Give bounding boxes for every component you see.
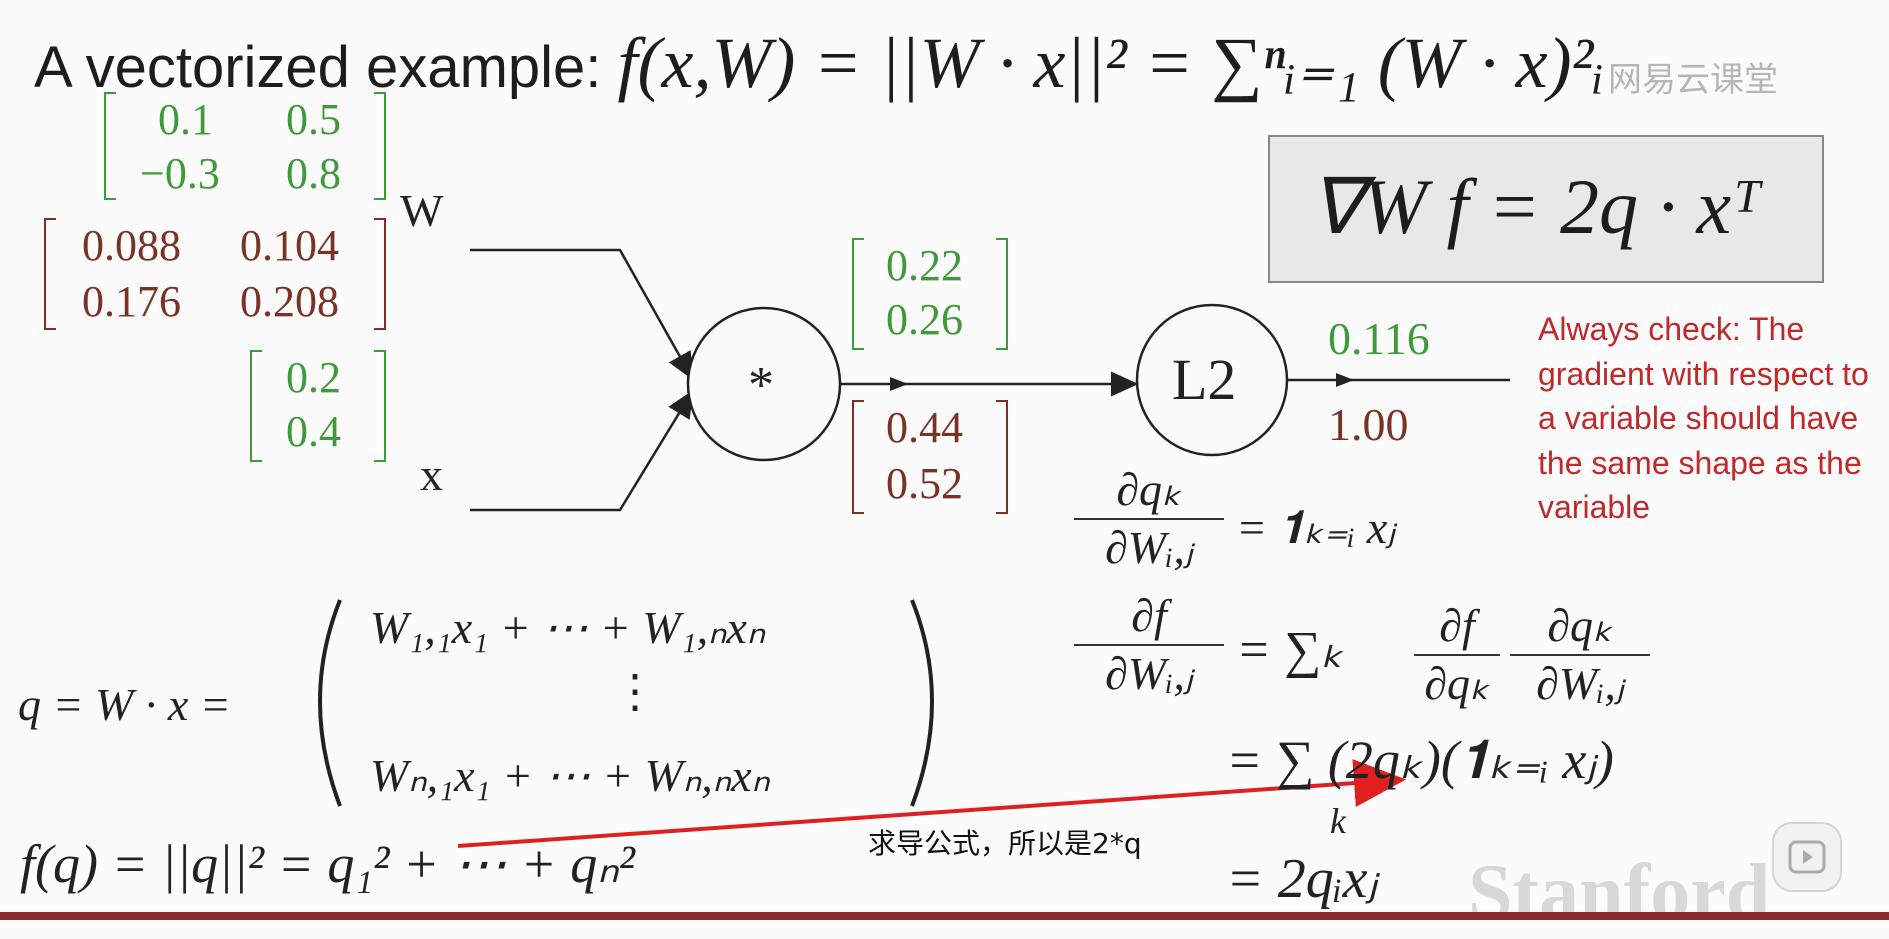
annotation-arrow bbox=[457, 759, 1406, 848]
df-rhs-sum: = ∑ₖ bbox=[1236, 622, 1344, 679]
df-f1-num: ∂f bbox=[1439, 600, 1475, 651]
dq-rhs: = 𝟏ₖ₌ᵢ xⱼ bbox=[1236, 502, 1396, 553]
w-label: W bbox=[400, 185, 444, 236]
w-value-22: 0.8 bbox=[286, 149, 341, 198]
w-grad-21: 0.176 bbox=[82, 277, 181, 326]
x-value-vector: 0.2 0.4 bbox=[250, 350, 386, 462]
w-edge bbox=[470, 248, 694, 381]
q-value-vector: 0.22 0.26 bbox=[852, 238, 1008, 350]
dq-num: ∂qₖ bbox=[1116, 464, 1182, 515]
q-grad-1: 0.44 bbox=[886, 403, 963, 452]
play-icon bbox=[1788, 840, 1826, 874]
title-formula: f(x,W) = ||W · x||² = ∑ⁿᵢ₌₁ (W · x)²ᵢ bbox=[617, 23, 1605, 103]
stanford-watermark: Stanford bbox=[1468, 849, 1771, 937]
w-value-21: −0.3 bbox=[140, 149, 220, 198]
shape-check-note: Always check: The gradient with respect … bbox=[1538, 311, 1869, 525]
w-value-12: 0.5 bbox=[286, 95, 341, 144]
eq-line3-sub: k bbox=[1330, 801, 1346, 841]
mult-node-label: * bbox=[748, 357, 774, 414]
df-den: ∂Wᵢ,ⱼ bbox=[1105, 648, 1193, 699]
w-value-matrix: 0.1 0.5 −0.3 0.8 bbox=[104, 92, 386, 200]
df-f1-den: ∂qₖ bbox=[1424, 658, 1490, 709]
annotation-caption: 求导公式，所以是2*q bbox=[868, 827, 1142, 860]
w-grad-22: 0.208 bbox=[240, 277, 339, 326]
df-num: ∂f bbox=[1131, 590, 1167, 641]
df-f2-num: ∂qₖ bbox=[1547, 600, 1613, 651]
w-grad-12: 0.104 bbox=[240, 221, 339, 270]
x-edge bbox=[470, 389, 694, 512]
df-dq-fraction: ∂f ∂qₖ bbox=[1414, 600, 1500, 710]
q-grad-2: 0.52 bbox=[886, 459, 963, 508]
slide-title: A vectorized example: f(x,W) = ||W · x||… bbox=[34, 20, 1605, 105]
q-grad-vector: 0.44 0.52 bbox=[852, 400, 1008, 514]
dq-dw-fraction: ∂qₖ ∂Wᵢ,ⱼ bbox=[1074, 464, 1224, 574]
df-f2-den: ∂Wᵢ,ⱼ bbox=[1536, 658, 1624, 709]
gradient-box bbox=[1268, 135, 1824, 283]
gradient-formula: ∇W f = 2q · xᵀ bbox=[1310, 163, 1762, 250]
eq-line3: = ∑ (2qₖ)(𝟏ₖ₌ᵢ xⱼ) bbox=[1226, 730, 1614, 790]
title-prefix: A vectorized example: bbox=[34, 35, 618, 100]
q-row1: W₁,₁x₁ + ⋯ + W₁,ₙxₙ bbox=[370, 602, 766, 653]
bottom-bar bbox=[0, 912, 1889, 920]
out-grad: 1.00 bbox=[1328, 399, 1409, 450]
q-def-lhs: q = W · x = bbox=[18, 679, 231, 730]
w-grad-matrix: 0.088 0.104 0.176 0.208 bbox=[44, 218, 386, 330]
out-edge-mid-arrow bbox=[1336, 373, 1354, 387]
eq-line4: = 2qᵢxⱼ bbox=[1226, 848, 1378, 910]
f-def: f(q) = ||q||² = q₁² + ⋯ + qₙ² bbox=[20, 834, 635, 894]
q-edge-mid-arrow bbox=[890, 377, 908, 391]
out-value: 0.116 bbox=[1328, 313, 1430, 364]
dq-dw2-fraction: ∂qₖ ∂Wᵢ,ⱼ bbox=[1510, 600, 1650, 710]
q-row2: Wₙ,₁x₁ + ⋯ + Wₙ,ₙxₙ bbox=[370, 750, 770, 801]
watermark: 网易云课堂 bbox=[1608, 60, 1778, 100]
w-grad-11: 0.088 bbox=[82, 221, 181, 270]
x-value-2: 0.4 bbox=[286, 407, 341, 456]
play-button[interactable] bbox=[1772, 822, 1842, 892]
computational-graph bbox=[318, 248, 1510, 848]
q-dots: ⋮ bbox=[612, 666, 658, 717]
q-right-paren bbox=[910, 599, 934, 807]
q-value-1: 0.22 bbox=[886, 241, 963, 290]
df-dw-fraction: ∂f ∂Wᵢ,ⱼ bbox=[1074, 590, 1224, 700]
l2-node-label: L2 bbox=[1172, 347, 1237, 412]
q-value-2: 0.26 bbox=[886, 295, 963, 344]
q-left-paren bbox=[318, 599, 342, 807]
dq-den: ∂Wᵢ,ⱼ bbox=[1105, 522, 1193, 573]
x-label: x bbox=[420, 449, 443, 500]
w-value-11: 0.1 bbox=[158, 95, 213, 144]
x-value-1: 0.2 bbox=[286, 353, 341, 402]
